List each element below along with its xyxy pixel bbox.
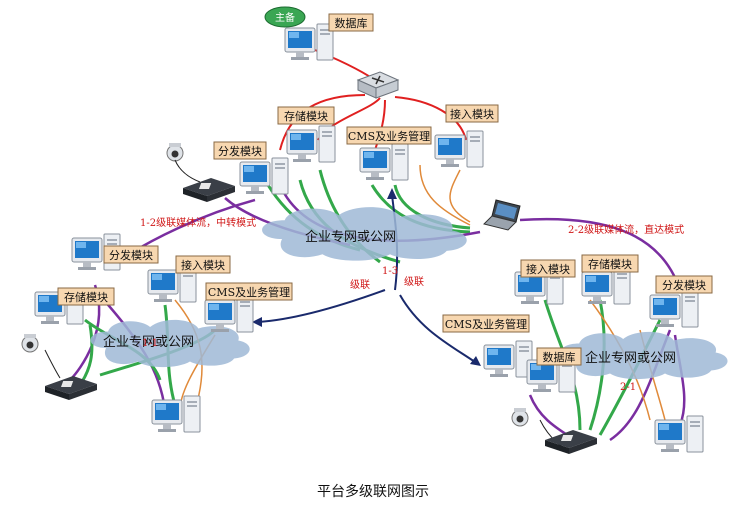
svg-text:CMS及业务管理: CMS及业务管理 bbox=[208, 285, 290, 299]
label-2-1: 2-1 bbox=[620, 382, 636, 393]
storage-server-top bbox=[286, 125, 336, 163]
distribution-server-right bbox=[649, 290, 699, 328]
distribution-server-top bbox=[239, 157, 289, 195]
label-1-3: 1-3 bbox=[382, 266, 398, 277]
storage-label-top: 存储模块 bbox=[277, 106, 335, 125]
svg-text:分发模块: 分发模块 bbox=[109, 248, 153, 262]
access-server-top bbox=[434, 130, 484, 168]
svg-text:分发模块: 分发模块 bbox=[218, 144, 262, 158]
cms-label-top: CMS及业务管理 bbox=[346, 126, 432, 145]
svg-text:分发模块: 分发模块 bbox=[662, 278, 706, 292]
storage-label-right: 存储模块 bbox=[581, 254, 639, 273]
cms-label-right: CMS及业务管理 bbox=[442, 314, 530, 333]
dvr-left bbox=[45, 376, 97, 400]
svg-text:接入模块: 接入模块 bbox=[181, 259, 225, 272]
access-label-right: 接入模块 bbox=[520, 259, 576, 278]
camera-right bbox=[511, 407, 529, 427]
camera-left bbox=[21, 333, 39, 353]
cms-label-left: CMS及业务管理 bbox=[205, 282, 293, 301]
cloud-label-left: 企业专网或公网 bbox=[103, 334, 194, 350]
svg-text:数据库: 数据库 bbox=[335, 16, 368, 30]
distribution-label-top: 分发模块 bbox=[213, 141, 267, 160]
client-pc-left bbox=[151, 395, 201, 433]
svg-text:存储模块: 存储模块 bbox=[64, 290, 108, 304]
dvr-right bbox=[545, 430, 597, 454]
cms-server-right bbox=[483, 340, 533, 378]
svg-text:接入模块: 接入模块 bbox=[526, 263, 570, 276]
cloud-label-center: 企业专网或公网 bbox=[305, 229, 396, 245]
figure-caption: 平台多级联网图示 bbox=[317, 483, 429, 500]
cloud-label-right: 企业专网或公网 bbox=[585, 350, 676, 366]
camera-top bbox=[166, 142, 184, 162]
svg-text:CMS及业务管理: CMS及业务管理 bbox=[348, 129, 430, 143]
database-server-top bbox=[284, 23, 334, 61]
storage-server-right bbox=[581, 267, 631, 305]
svg-text:接入模块: 接入模块 bbox=[450, 108, 494, 121]
stream-label-right: 2-2级联媒体流，直达模式 bbox=[568, 223, 684, 236]
cms-server-top bbox=[359, 143, 409, 181]
access-label-top: 接入模块 bbox=[445, 104, 499, 123]
db-label-right: 数据库 bbox=[536, 347, 582, 366]
access-label-left: 接入模块 bbox=[175, 255, 231, 274]
svg-text:CMS及业务管理: CMS及业务管理 bbox=[445, 317, 527, 331]
cascade-label-b: 级联 bbox=[404, 276, 424, 288]
distribution-label-right: 分发模块 bbox=[655, 275, 713, 294]
db-label-top: 数据库 bbox=[328, 13, 374, 32]
svg-text:数据库: 数据库 bbox=[543, 350, 576, 364]
distribution-label-left: 分发模块 bbox=[103, 245, 159, 264]
stream-label-left: 1-2级联媒体流，中转模式 bbox=[140, 216, 256, 229]
laptop-center bbox=[483, 199, 521, 231]
client-pc-right bbox=[654, 415, 704, 453]
cascade-label-a: 级联 bbox=[350, 279, 370, 291]
main-backup-text: 主备 bbox=[275, 11, 295, 24]
label-1-1: 1-1 bbox=[142, 338, 158, 349]
main-backup-badge: 主备 bbox=[264, 6, 306, 28]
svg-text:存储模块: 存储模块 bbox=[588, 257, 632, 271]
svg-text:存储模块: 存储模块 bbox=[284, 109, 328, 123]
storage-label-left: 存储模块 bbox=[57, 287, 115, 306]
